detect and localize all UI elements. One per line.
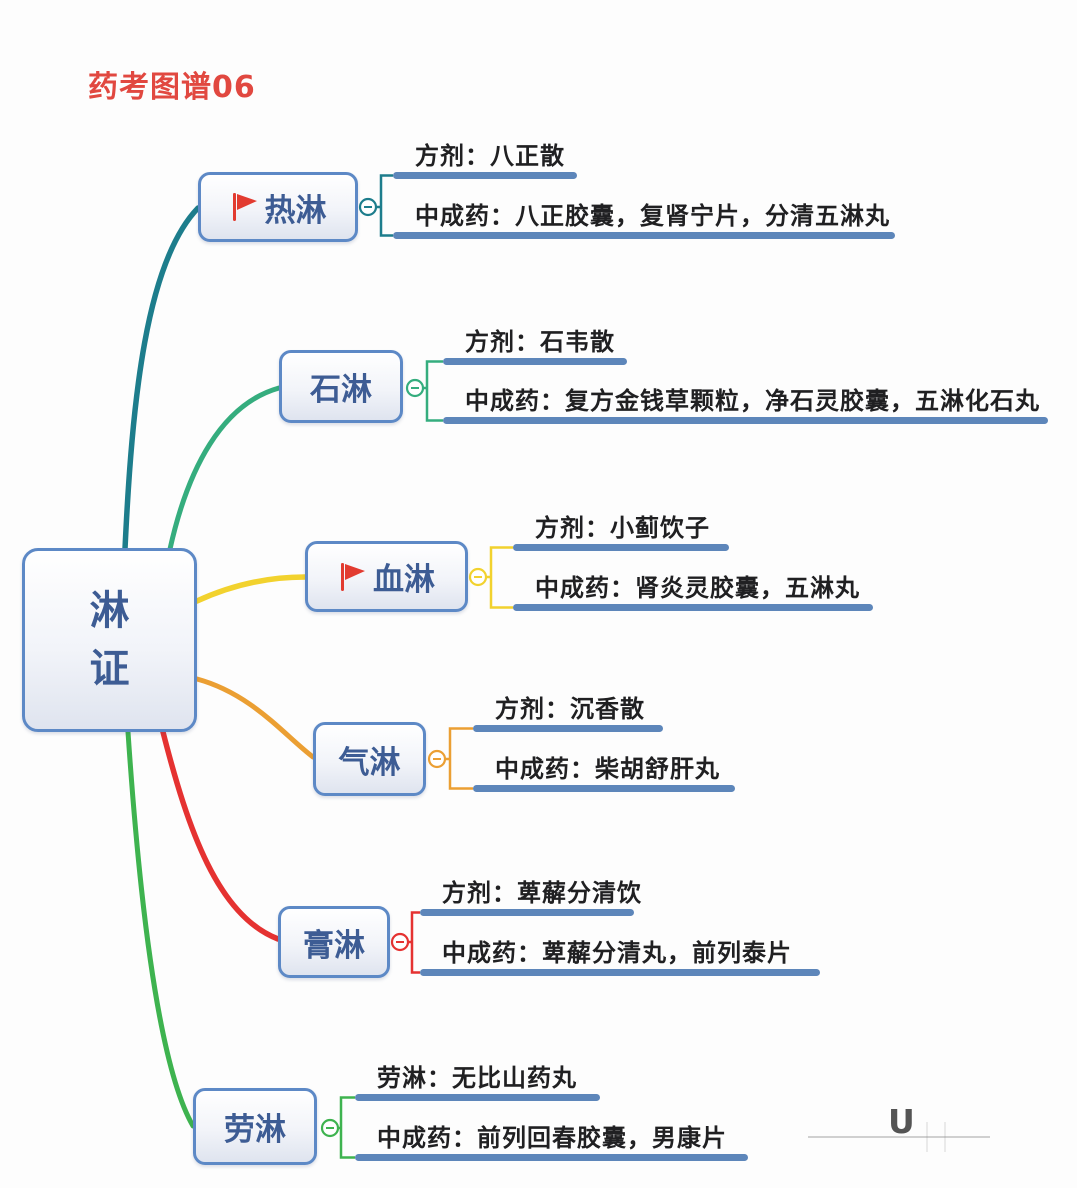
branch-node-shilin[interactable]: 石淋 [279, 350, 403, 423]
child-topic-label: 中成药：肾炎灵胶囊，五淋丸 [535, 574, 860, 602]
child-topic-label: 方剂：萆薢分清饮 [442, 879, 642, 907]
page-title: 药考图谱06 [88, 70, 256, 105]
child-topic[interactable]: 劳淋：无比山药丸 [377, 1058, 577, 1093]
child-topic[interactable]: 方剂：八正散 [415, 136, 565, 171]
collapse-toggle[interactable] [405, 378, 425, 398]
branch-node-relin[interactable]: 热淋 [198, 172, 358, 242]
child-underline-bar [473, 785, 735, 792]
child-bracket [339, 1096, 355, 1159]
child-topic[interactable]: 方剂：小蓟饮子 [535, 508, 710, 543]
child-topic[interactable]: 方剂：石韦散 [465, 322, 615, 357]
child-topic-label: 中成药：柴胡舒肝丸 [495, 755, 720, 783]
child-bracket [446, 727, 473, 790]
branch-label: 劳淋 [224, 1112, 286, 1148]
child-topic[interactable]: 方剂：沉香散 [495, 689, 645, 724]
child-bracket [409, 911, 420, 974]
branch-curve [122, 205, 201, 552]
branch-label: 石淋 [310, 372, 372, 408]
child-topic-label: 中成药：萆薢分清丸，前列泰片 [442, 939, 792, 967]
child-topic-label: 方剂：沉香散 [495, 695, 645, 723]
child-topic-label: 中成药：复方金钱草颗粒，净石灵胶囊，五淋化石丸 [465, 387, 1040, 415]
child-topic[interactable]: 中成药：柴胡舒肝丸 [495, 749, 720, 784]
child-topic[interactable]: 中成药：八正胶囊，复肾宁片，分清五淋丸 [415, 196, 890, 231]
branch-curve [167, 385, 282, 552]
collapse-toggle[interactable] [468, 567, 488, 587]
branch-node-laolin[interactable]: 劳淋 [193, 1088, 317, 1165]
child-topic-label: 中成药：八正胶囊，复肾宁片，分清五淋丸 [415, 202, 890, 230]
child-bracket [424, 360, 443, 422]
child-underline-bar [443, 358, 627, 365]
flag-icon [341, 562, 365, 591]
child-topic[interactable]: 方剂：萆薢分清饮 [442, 873, 642, 908]
branch-label: 血淋 [373, 562, 435, 598]
branch-curve [194, 574, 308, 604]
child-topic-label: 方剂：石韦散 [465, 328, 615, 356]
child-underline-bar [420, 909, 634, 916]
collapse-toggle[interactable] [358, 197, 378, 217]
child-topic[interactable]: 中成药：肾炎灵胶囊，五淋丸 [535, 568, 860, 603]
collapse-toggle[interactable] [320, 1118, 340, 1138]
child-topic-label: 劳淋：无比山药丸 [377, 1064, 577, 1092]
branch-node-qilin[interactable]: 气淋 [313, 722, 426, 796]
child-bracket [377, 174, 393, 237]
child-underline-bar [513, 604, 873, 611]
child-underline-bar [443, 417, 1048, 424]
child-underline-bar [420, 969, 820, 976]
child-underline-bar [393, 172, 577, 179]
branch-node-xuelin[interactable]: 血淋 [305, 541, 468, 612]
child-topic[interactable]: 中成药：复方金钱草颗粒，净石灵胶囊，五淋化石丸 [465, 381, 1040, 416]
root-label: 淋 证 [89, 588, 130, 692]
child-underline-bar [473, 725, 663, 732]
child-underline-bar [513, 544, 729, 551]
branch-node-gaolin[interactable]: 膏淋 [278, 906, 390, 978]
child-topic-label: 方剂：八正散 [415, 142, 565, 170]
child-topic-label: 中成药：前列回春胶囊，男康片 [377, 1124, 727, 1152]
child-underline-bar [355, 1094, 600, 1101]
collapse-toggle[interactable] [390, 932, 410, 952]
child-underline-bar [355, 1154, 748, 1161]
root-node[interactable]: 淋 证 [22, 548, 197, 732]
flag-icon [232, 193, 257, 221]
child-topic[interactable]: 中成药：前列回春胶囊，男康片 [377, 1118, 727, 1153]
branch-label: 气淋 [338, 744, 401, 781]
branch-label: 热淋 [264, 192, 327, 229]
child-underline-bar [393, 232, 895, 239]
child-topic[interactable]: 中成药：萆薢分清丸，前列泰片 [442, 933, 792, 968]
child-topic-label: 方剂：小蓟饮子 [535, 514, 710, 542]
collapse-toggle[interactable] [427, 749, 447, 769]
child-bracket [487, 546, 513, 609]
branch-curve [125, 729, 196, 1129]
branch-label: 膏淋 [303, 927, 365, 964]
branch-curve [194, 676, 316, 760]
branch-curve [160, 729, 281, 942]
